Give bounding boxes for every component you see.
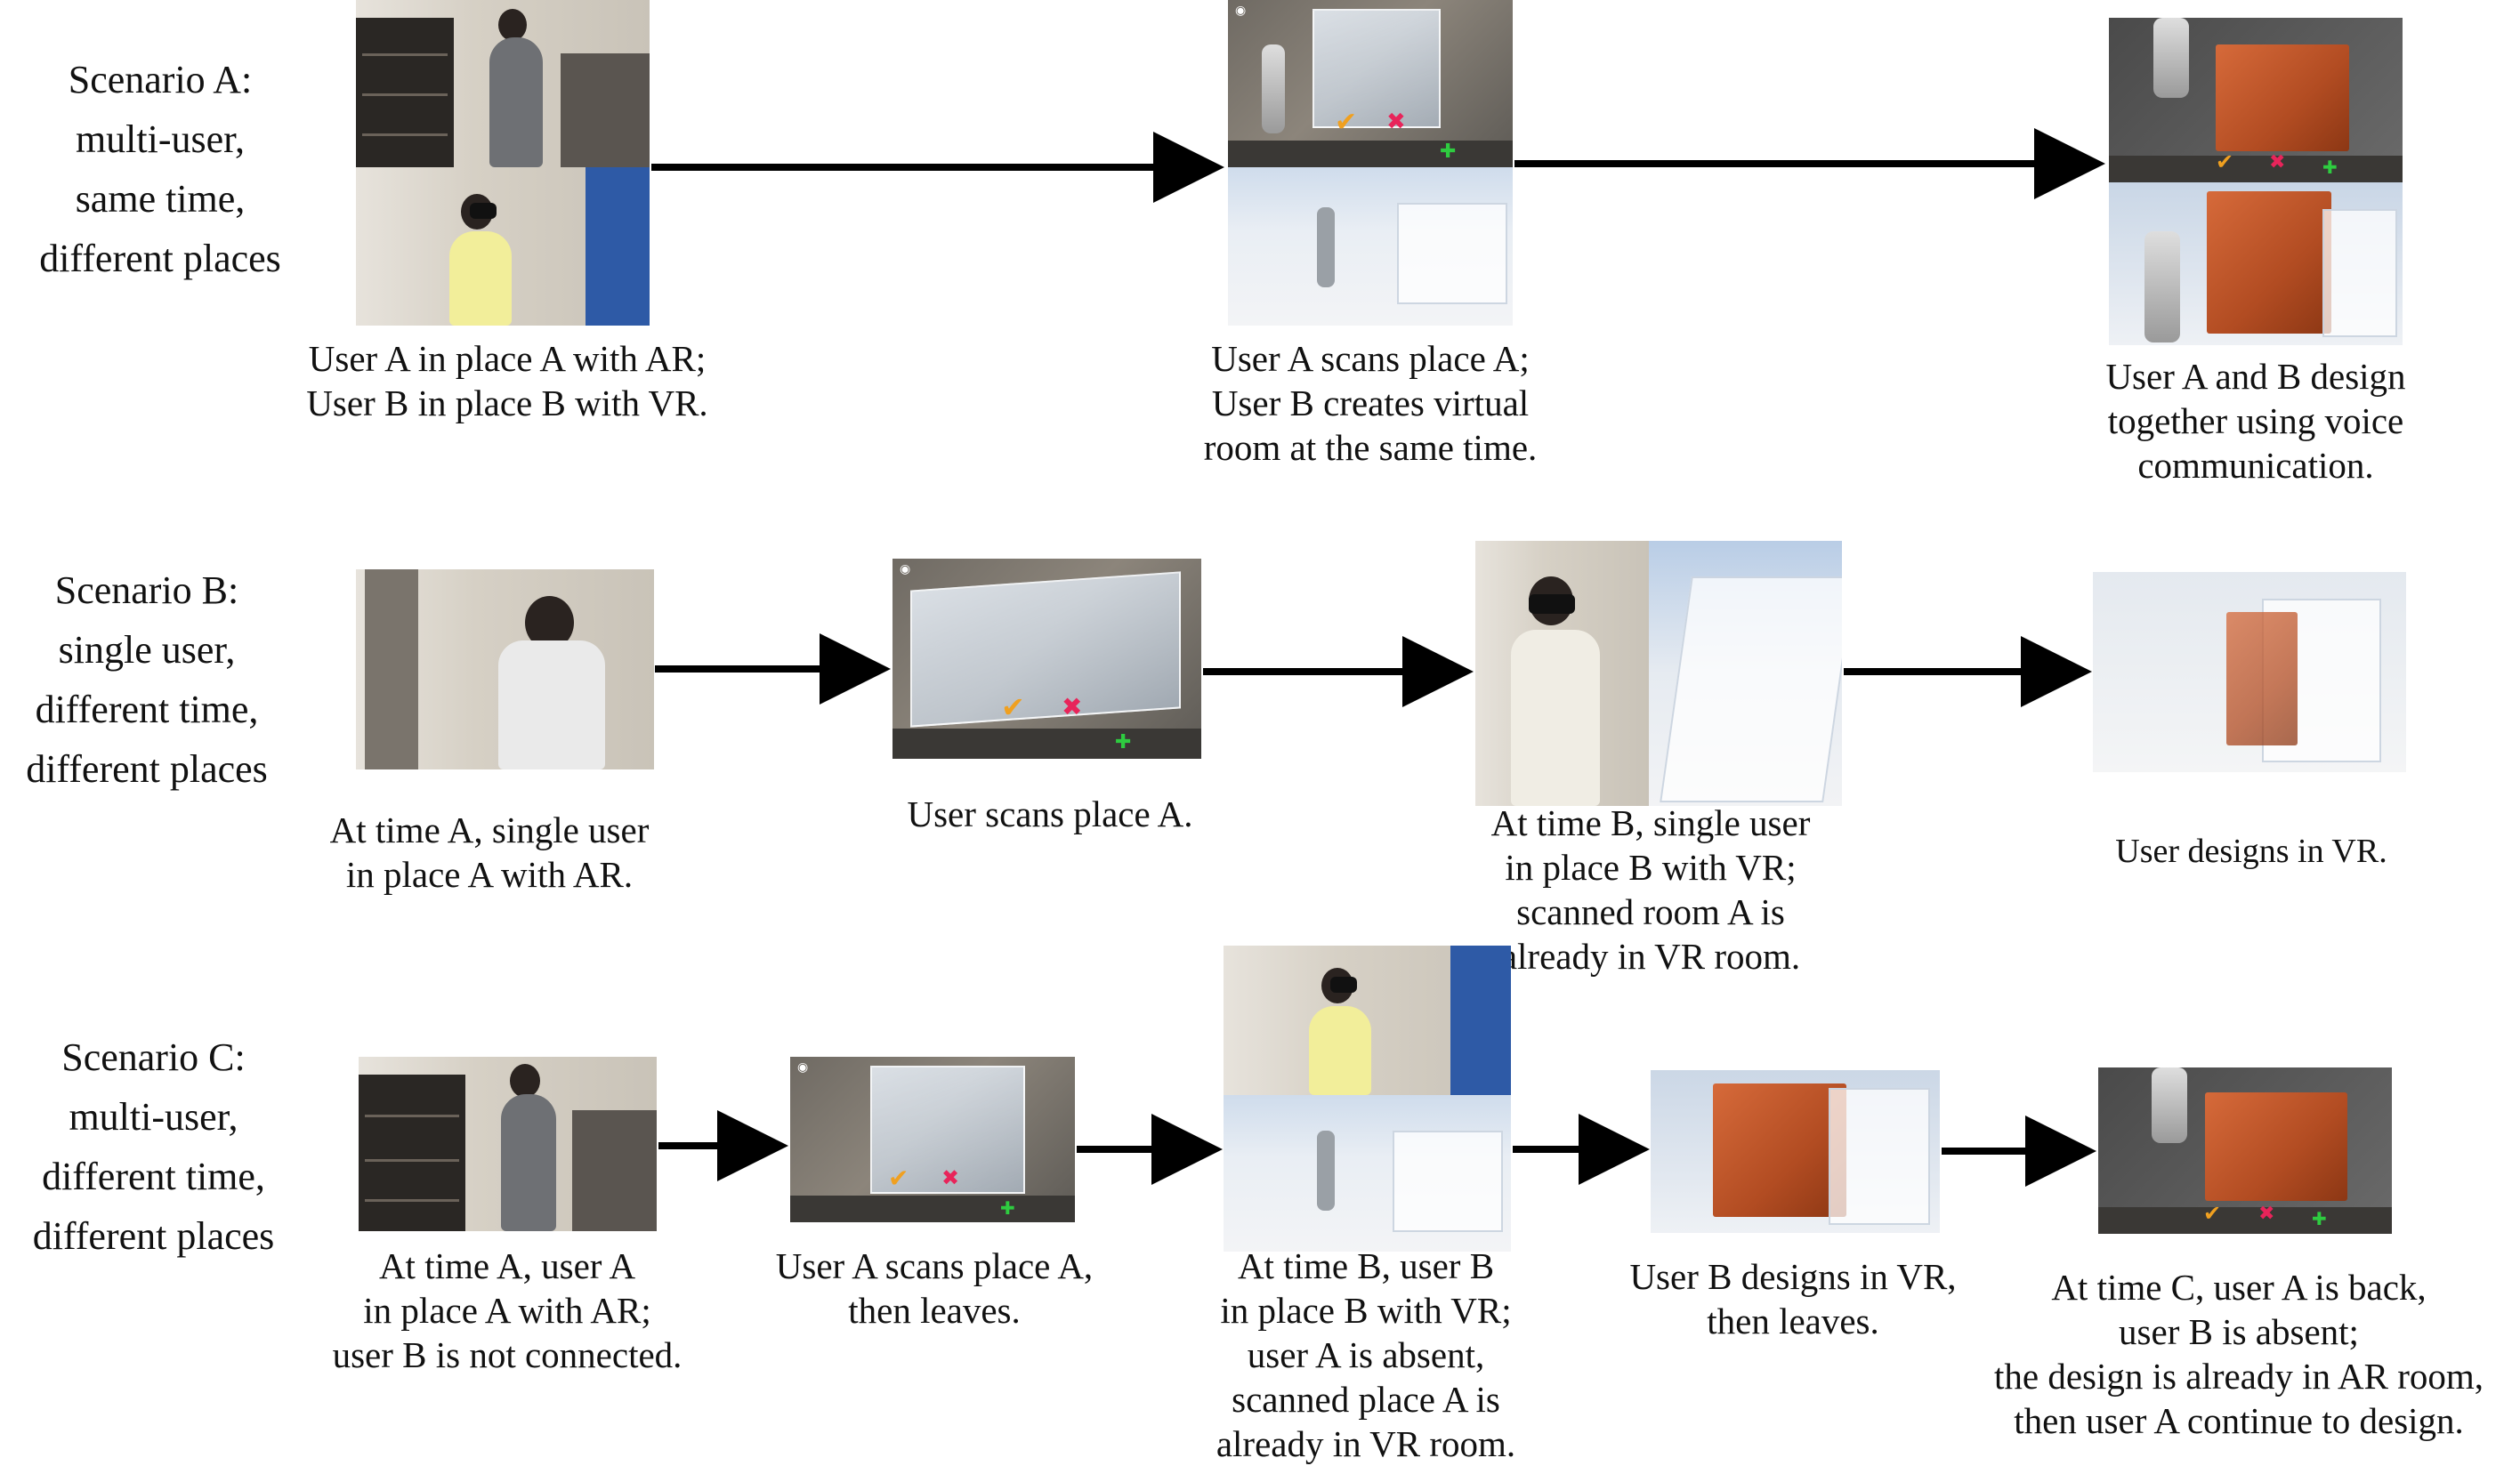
cancel-icon[interactable]: ✖ xyxy=(941,1165,960,1190)
ar-design-screen-c: ✔ ✖ ✚ xyxy=(2098,1067,2392,1234)
person-head xyxy=(510,1064,540,1098)
scenario-c-title: Scenario C: multi-user, different time, … xyxy=(32,1035,275,1258)
toolbar xyxy=(790,1196,1075,1222)
add-icon[interactable]: ✚ xyxy=(1000,1197,1015,1219)
caption-b1: At time A, single user in place A with A… xyxy=(329,810,650,895)
ar-design-screen: ✔ ✖ ✚ xyxy=(2109,18,2403,182)
person-body xyxy=(501,1094,556,1231)
scanned-room-box xyxy=(1312,9,1441,128)
person-body xyxy=(1511,630,1600,806)
add-icon[interactable]: ✚ xyxy=(1115,731,1132,753)
shelf xyxy=(365,569,418,769)
scanned-room-box xyxy=(870,1066,1025,1194)
vr-headset xyxy=(1330,977,1357,993)
caption-a2: User A scans place A; User B creates vir… xyxy=(1203,338,1538,468)
eye-icon[interactable]: ◉ xyxy=(797,1060,809,1075)
vr-room-screen xyxy=(1228,167,1513,326)
vr-wall xyxy=(2322,209,2397,337)
robot-avatar xyxy=(2153,18,2189,98)
caption-b4: User designs in VR. xyxy=(2115,833,2387,870)
eye-icon[interactable]: ◉ xyxy=(1235,4,1247,18)
confirm-icon[interactable]: ✔ xyxy=(1001,690,1025,724)
toolbar xyxy=(1228,141,1513,167)
person-head xyxy=(498,9,527,41)
toolbar xyxy=(892,729,1201,759)
vr-wall xyxy=(1829,1088,1930,1225)
person-body xyxy=(498,640,605,769)
vr-headset xyxy=(1529,594,1575,614)
photo-user-a-ar xyxy=(356,0,650,167)
vr-wall xyxy=(1397,203,1507,304)
caption-c2: User A scans place A, then leaves. xyxy=(775,1245,1094,1331)
toolbar xyxy=(2098,1207,2392,1234)
photo-user-b-vr-c xyxy=(1224,946,1511,1095)
bookshelf xyxy=(359,1075,465,1231)
add-icon[interactable]: ✚ xyxy=(1440,141,1457,163)
scenario-b-title: Scenario B: single user, different time,… xyxy=(26,568,268,791)
vr-scanned-room xyxy=(1649,541,1842,806)
cancel-icon[interactable]: ✖ xyxy=(1062,692,1083,721)
scenario-a-title: Scenario A: multi-user, same time, diffe… xyxy=(39,58,281,280)
confirm-icon[interactable]: ✔ xyxy=(2203,1201,2222,1226)
caption-c4: User B designs in VR, then leaves. xyxy=(1629,1256,1957,1341)
chair-model xyxy=(1713,1083,1846,1217)
person-body xyxy=(1309,1006,1371,1095)
cancel-icon[interactable]: ✖ xyxy=(2269,151,2286,173)
confirm-icon[interactable]: ✔ xyxy=(2216,149,2234,174)
photo-single-user-vr xyxy=(1475,541,1649,806)
vr-room-screen-c xyxy=(1224,1095,1511,1252)
photo-user-a-ar-c xyxy=(359,1057,657,1231)
photo-single-user-ar xyxy=(356,569,654,769)
vr-design-screen-b xyxy=(2093,572,2406,772)
add-icon[interactable]: ✚ xyxy=(2322,157,2338,178)
chair-model xyxy=(2205,1092,2347,1201)
blue-door xyxy=(1450,946,1511,1095)
add-icon[interactable]: ✚ xyxy=(2312,1208,2327,1229)
caption-a3: User A and B design together using voice… xyxy=(2105,356,2406,486)
ar-scan-screen: ◉ ✔ ✖ ✚ xyxy=(1228,0,1513,167)
vr-design-screen xyxy=(2109,182,2403,345)
toolbar xyxy=(2109,156,2403,182)
vr-headset xyxy=(470,203,497,219)
robot-avatar xyxy=(1262,44,1285,133)
robot-avatar xyxy=(2152,1067,2187,1143)
blue-door xyxy=(586,167,650,326)
chair-model xyxy=(2216,44,2349,151)
cancel-icon[interactable]: ✖ xyxy=(2258,1203,2275,1225)
caption-c5: At time C, user A is back, user B is abs… xyxy=(1994,1267,2484,1441)
caption-a1: User A in place A with AR; User B in pla… xyxy=(306,338,708,423)
photo-user-b-vr xyxy=(356,167,650,326)
ar-scan-screen-b: ◉ ✔ ✖ ✚ xyxy=(892,559,1201,759)
chair-model xyxy=(2226,612,2298,745)
cancel-icon[interactable]: ✖ xyxy=(1386,109,1406,135)
vr-design-screen-c xyxy=(1651,1070,1940,1233)
eye-icon[interactable]: ◉ xyxy=(900,562,911,576)
vr-avatar xyxy=(1317,207,1335,287)
robot-avatar xyxy=(2144,231,2180,342)
chair-model xyxy=(2207,191,2331,334)
person-body xyxy=(489,37,543,167)
caption-c1: At time A, user A in place A with AR; us… xyxy=(332,1245,682,1375)
vr-avatar xyxy=(1317,1131,1335,1211)
cabinet xyxy=(561,53,650,167)
bookshelf xyxy=(356,18,454,167)
caption-b2: User scans place A. xyxy=(907,793,1193,834)
cabinet xyxy=(572,1110,657,1231)
caption-b3: At time B, single user in place B with V… xyxy=(1490,802,1811,977)
person-body xyxy=(449,231,512,326)
caption-c3: At time B, user B in place B with VR; us… xyxy=(1216,1245,1516,1464)
confirm-icon[interactable]: ✔ xyxy=(888,1164,909,1193)
ar-scan-screen-c: ◉ ✔ ✖ ✚ xyxy=(790,1057,1075,1222)
vr-wall xyxy=(1393,1131,1503,1232)
confirm-icon[interactable]: ✔ xyxy=(1335,107,1358,138)
